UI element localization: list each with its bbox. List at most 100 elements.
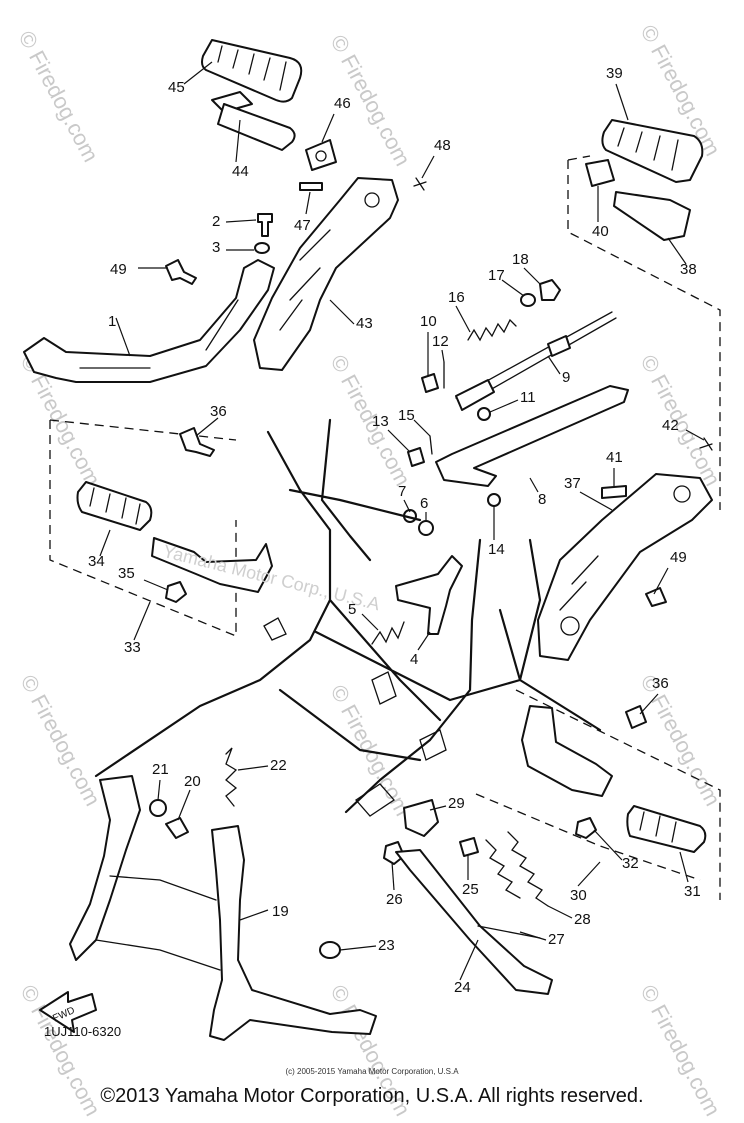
- part-label-14[interactable]: 14: [488, 541, 505, 558]
- part-22-spring: [225, 747, 238, 807]
- part-label-4[interactable]: 4: [410, 651, 418, 668]
- part-label-12[interactable]: 12: [432, 333, 449, 350]
- leader-line-36: [639, 693, 659, 715]
- part-label-24[interactable]: 24: [454, 979, 471, 996]
- part-label-49[interactable]: 49: [670, 549, 687, 566]
- part-48-clip: [413, 177, 427, 191]
- part-label-2[interactable]: 2: [212, 213, 220, 230]
- part-label-39[interactable]: 39: [606, 65, 623, 82]
- part-label-47[interactable]: 47: [294, 217, 311, 234]
- part-label-19[interactable]: 19: [272, 903, 289, 920]
- part-36-bolt-left: [179, 427, 215, 457]
- part-2-bolt: [257, 213, 273, 237]
- part-label-40[interactable]: 40: [592, 223, 609, 240]
- part-37-boss: [673, 485, 691, 503]
- part-19-center-stand-right: [209, 825, 377, 1041]
- part-27-spring: [485, 839, 521, 899]
- part-15-clip: [429, 435, 433, 455]
- part-label-10[interactable]: 10: [420, 313, 437, 330]
- part-label-21[interactable]: 21: [152, 761, 169, 778]
- part-8-brake-link: [435, 385, 629, 487]
- group-30-outline: [475, 689, 721, 900]
- leader-line-23: [339, 945, 377, 951]
- part-label-33[interactable]: 33: [124, 639, 141, 656]
- part-label-22[interactable]: 22: [270, 757, 287, 774]
- part-label-38[interactable]: 38: [680, 261, 697, 278]
- part-label-48[interactable]: 48: [434, 137, 451, 154]
- part-label-3[interactable]: 3: [212, 239, 220, 256]
- part-label-35[interactable]: 35: [118, 565, 135, 582]
- leader-line-13: [387, 429, 411, 453]
- part-label-30[interactable]: 30: [570, 887, 587, 904]
- part-45-footrest-rubber: [201, 39, 303, 103]
- part-label-25[interactable]: 25: [462, 881, 479, 898]
- watermark-text: © Firedog.com: [14, 27, 104, 166]
- part-label-20[interactable]: 20: [184, 773, 201, 790]
- part-17-collar: [520, 293, 536, 307]
- part-label-17[interactable]: 17: [488, 267, 505, 284]
- part-label-13[interactable]: 13: [372, 413, 389, 430]
- part-label-37[interactable]: 37: [564, 475, 581, 492]
- part-46-hole: [315, 150, 327, 162]
- part-label-31[interactable]: 31: [684, 883, 701, 900]
- leader-line-2: [225, 219, 257, 223]
- part-label-5[interactable]: 5: [348, 601, 356, 618]
- leader-line-30: [577, 861, 601, 887]
- part-31-footrest-rubber: [626, 805, 707, 853]
- part-20-bolt: [165, 817, 189, 839]
- part-label-29[interactable]: 29: [448, 795, 465, 812]
- part-32-nut: [575, 817, 597, 839]
- part-49-bolt-left: [165, 259, 197, 285]
- leader-line-21: [157, 779, 161, 801]
- part-label-15[interactable]: 15: [398, 407, 415, 424]
- part-19-center-stand: [69, 775, 141, 961]
- fwd-arrow: FWD: [39, 991, 97, 1033]
- part-label-43[interactable]: 43: [356, 315, 373, 332]
- part-label-41[interactable]: 41: [606, 449, 623, 466]
- part-4-shaft: [395, 555, 463, 635]
- part-9-adjuster: [547, 335, 571, 357]
- leader-line-27: [519, 931, 547, 941]
- part-46-plate: [305, 139, 337, 171]
- part-label-16[interactable]: 16: [448, 289, 465, 306]
- part-label-45[interactable]: 45: [168, 79, 185, 96]
- part-label-27[interactable]: 27: [548, 931, 565, 948]
- part-label-44[interactable]: 44: [232, 163, 249, 180]
- copyright-small: (c) 2005-2015 Yamaha Motor Corporation, …: [285, 1067, 459, 1076]
- part-label-8[interactable]: 8: [538, 491, 546, 508]
- leader-line-26: [391, 861, 395, 891]
- part-label-11[interactable]: 11: [520, 389, 536, 406]
- part-label-9[interactable]: 9: [562, 369, 570, 386]
- part-label-28[interactable]: 28: [574, 911, 591, 928]
- part-43-boss: [364, 192, 380, 208]
- leader-line-28: [547, 905, 573, 919]
- leader-line-5: [361, 613, 379, 631]
- part-label-46[interactable]: 46: [334, 95, 351, 112]
- leader-line-15: [413, 419, 431, 437]
- part-11-pin: [477, 407, 491, 421]
- leader-line-19: [239, 909, 269, 921]
- part-label-1[interactable]: 1: [108, 313, 116, 330]
- part-label-49[interactable]: 49: [110, 261, 127, 278]
- part-label-23[interactable]: 23: [378, 937, 395, 954]
- part-label-42[interactable]: 42: [662, 417, 679, 434]
- part-label-26[interactable]: 26: [386, 891, 403, 908]
- part-37-detail: [559, 555, 599, 611]
- part-43-bracket: [253, 177, 399, 371]
- part-1-brake-pedal: [23, 259, 275, 383]
- part-label-32[interactable]: 32: [622, 855, 639, 872]
- part-49-bolt-right: [645, 587, 667, 607]
- part-label-36[interactable]: 36: [210, 403, 227, 420]
- leader-line-48: [421, 155, 435, 179]
- part-label-18[interactable]: 18: [512, 251, 529, 268]
- part-1-detail: [79, 299, 239, 369]
- part-label-34[interactable]: 34: [88, 553, 105, 570]
- part-label-36[interactable]: 36: [652, 675, 669, 692]
- part-label-6[interactable]: 6: [420, 495, 428, 512]
- leader-line-7: [403, 499, 411, 513]
- part-label-7[interactable]: 7: [398, 483, 406, 500]
- part-16-spring: [467, 318, 517, 342]
- part-39-footrest-rubber: [601, 119, 704, 183]
- part-37-bracket: [537, 473, 713, 661]
